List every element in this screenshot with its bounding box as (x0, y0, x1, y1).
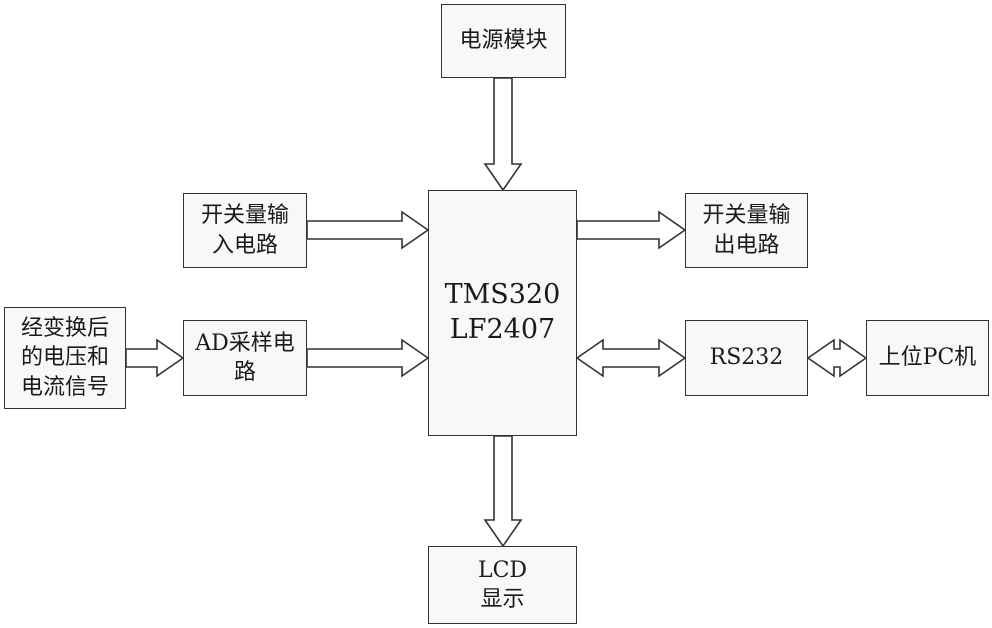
node-lcd-line-1: LCD (477, 557, 528, 583)
node-switch-output-circuit: 开关量输 出电路 (685, 193, 808, 268)
node-signal-source-line-1: 经变换后 (20, 316, 109, 342)
node-signal-source: 经变换后 的电压和 电流信号 (4, 307, 126, 409)
node-dsp-tms320lf2407: TMS320 LF2407 (428, 190, 577, 436)
node-lcd-display: LCD 显示 (428, 546, 577, 624)
node-switch-input-circuit: 开关量输 入电路 (183, 193, 307, 268)
arrow-dsp-to-lcd (483, 435, 523, 548)
arrow-power-to-dsp (483, 77, 523, 192)
arrow-rs232-pc-bidirectional (806, 338, 868, 378)
arrow-dsp-rs232-bidirectional (575, 338, 687, 378)
node-ad-sampling-line-2: 路 (233, 360, 256, 385)
node-switch-input-line-2: 入电路 (211, 232, 278, 258)
node-host-pc-line-1: 上位PC机 (878, 345, 977, 371)
arrow-ad-to-dsp (306, 338, 430, 378)
node-ad-sampling-circuit: AD采样电 路 (183, 320, 307, 396)
arrow-switch-input-to-dsp (306, 210, 430, 250)
node-power-module: 电源模块 (441, 4, 566, 78)
node-power-module-line-1: 电源模块 (459, 28, 548, 54)
node-rs232: RS232 (685, 320, 808, 396)
arrow-layer (125, 77, 868, 548)
node-dsp-line-1: TMS320 (444, 279, 561, 311)
node-host-pc: 上位PC机 (866, 320, 989, 396)
arrow-signal-to-ad (125, 338, 185, 378)
node-ad-sampling-line-1: AD采样电 (195, 330, 295, 356)
node-rs232-line-1: RS232 (709, 345, 784, 371)
node-lcd-line-2: 显示 (480, 587, 525, 612)
arrow-dsp-to-switch-output (576, 210, 687, 250)
node-signal-source-line-2: 的电压和 (20, 345, 109, 371)
node-switch-output-line-1: 开关量输 (702, 203, 791, 229)
node-dsp-line-2: LF2407 (449, 314, 556, 345)
node-switch-output-line-2: 出电路 (713, 232, 780, 258)
node-signal-source-line-3: 电流信号 (20, 374, 109, 400)
node-switch-input-line-1: 开关量输 (200, 203, 289, 229)
